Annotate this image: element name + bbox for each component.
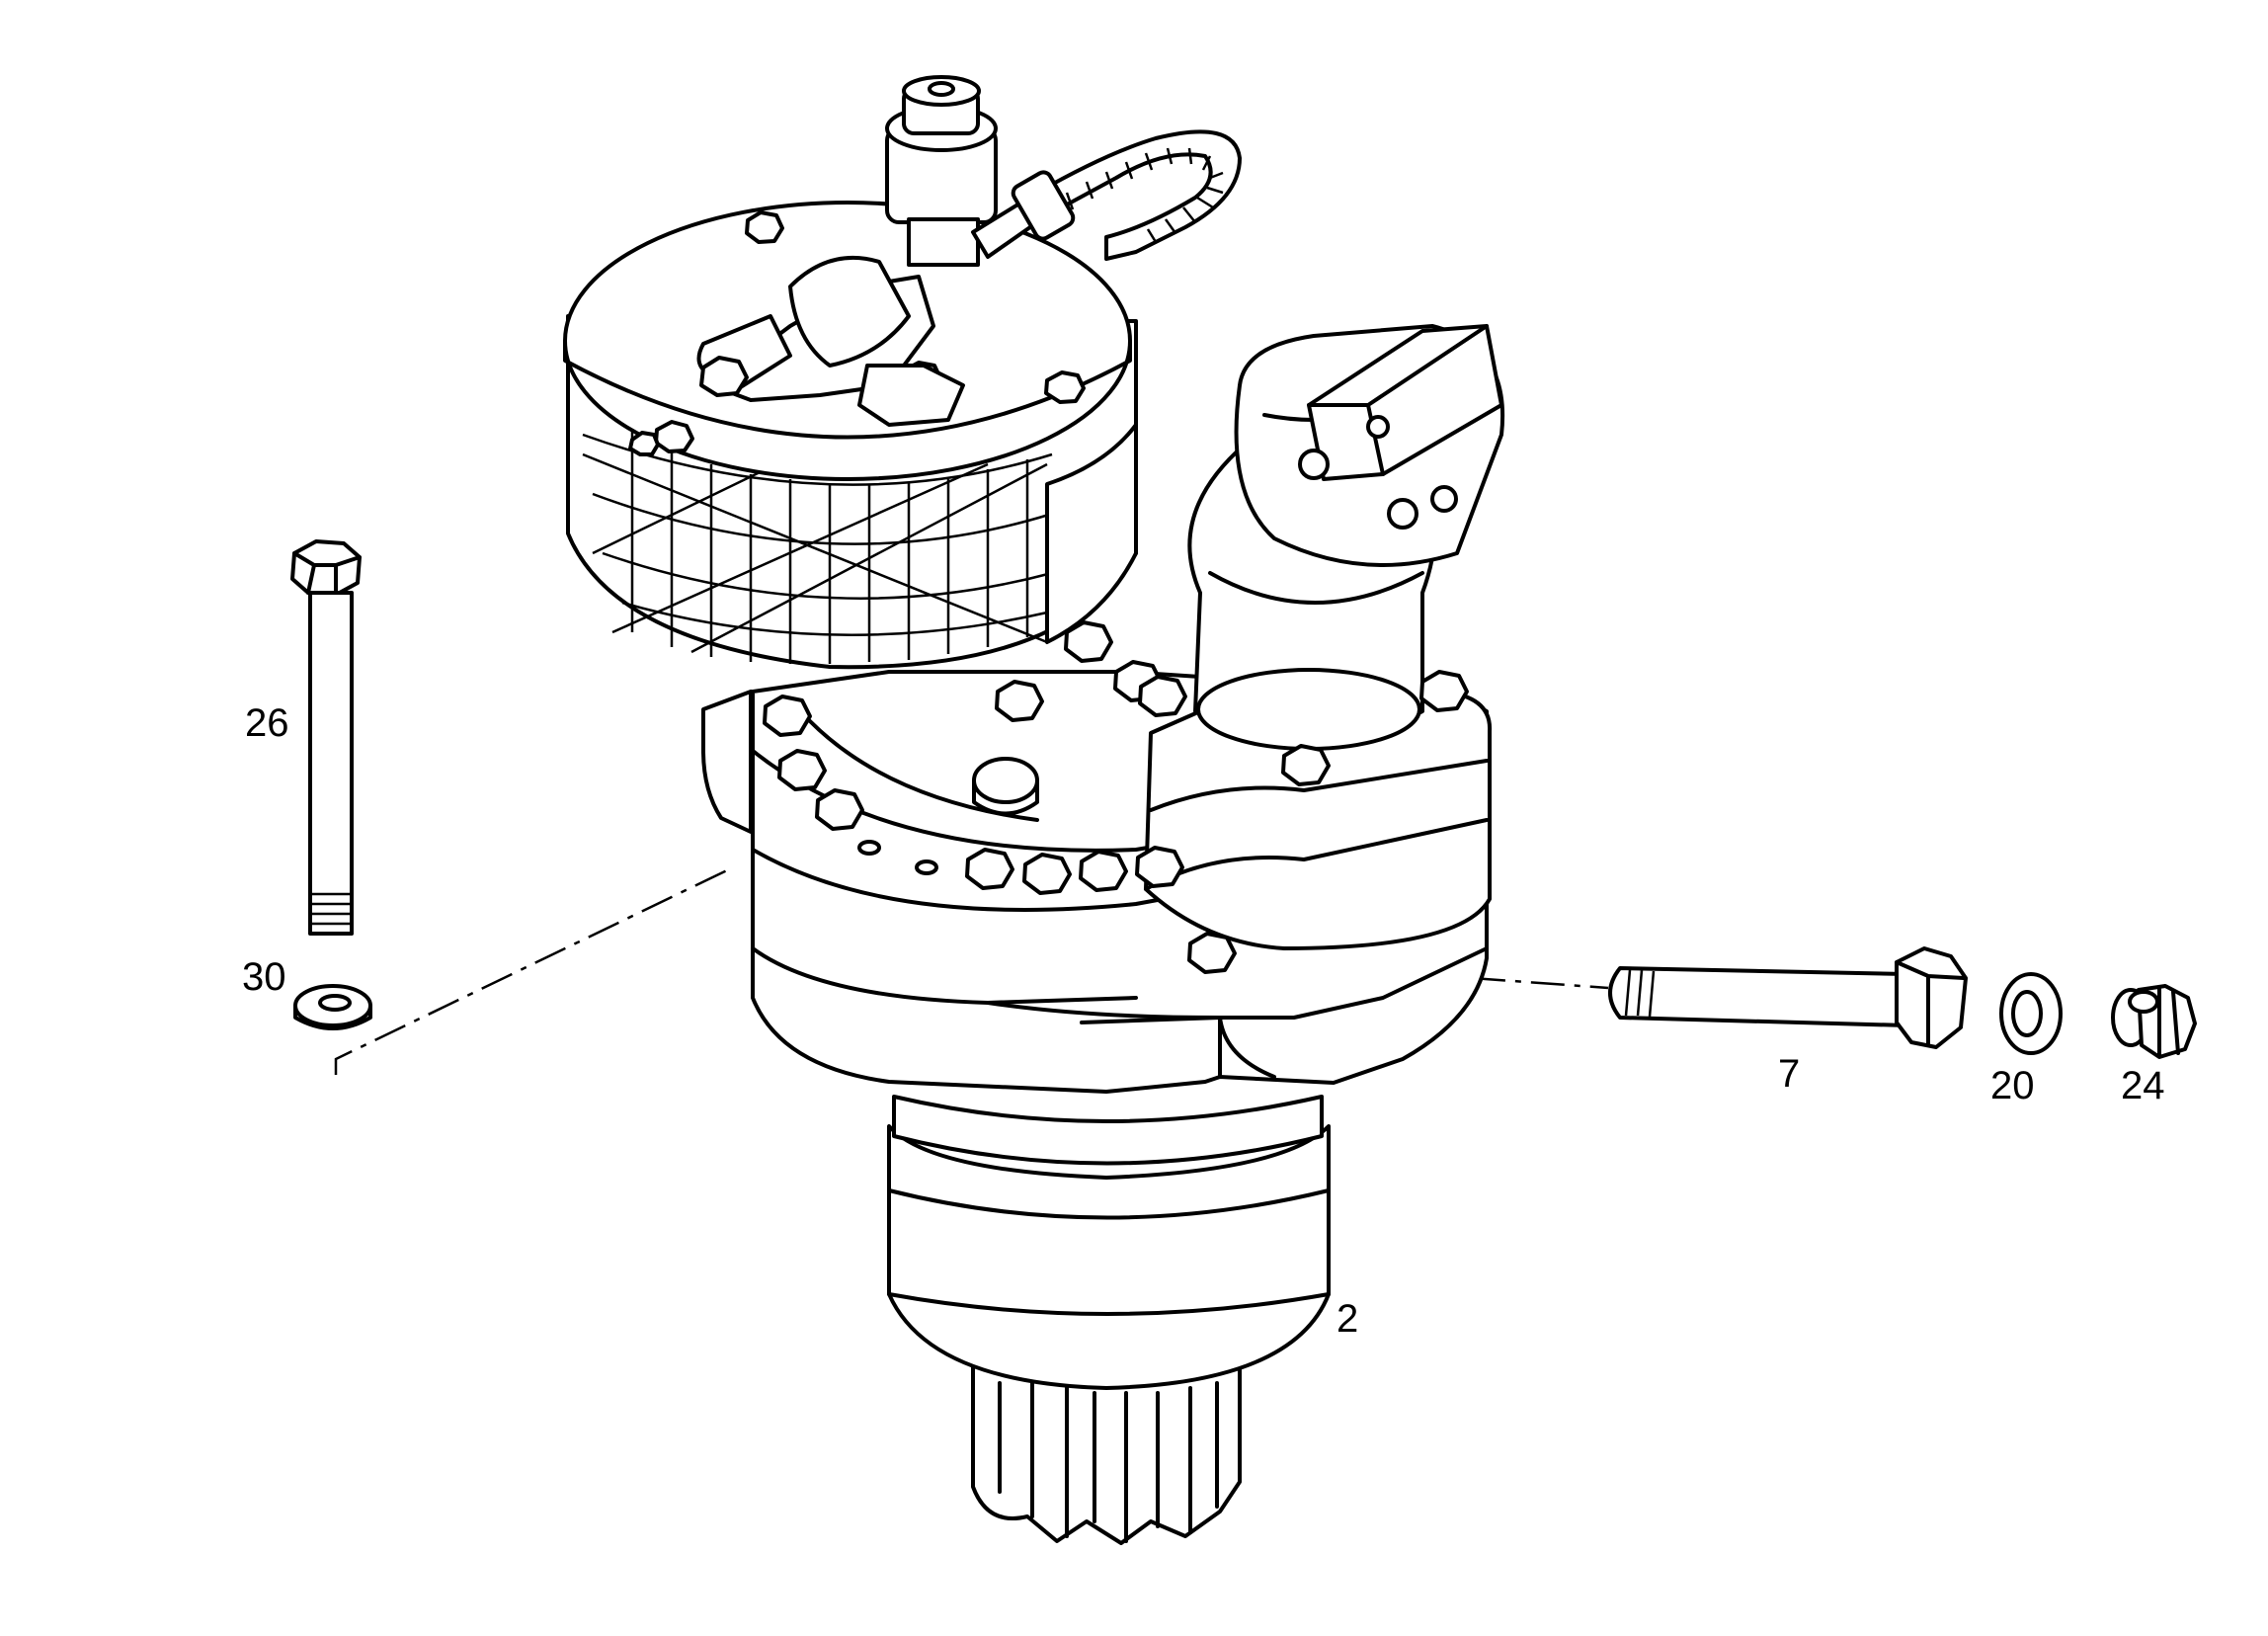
brake-cap-with-guard — [563, 75, 1242, 670]
side-bolt-part-7 — [1471, 946, 1968, 1049]
spline-pinion — [971, 1361, 1242, 1545]
callout-7: 7 — [1778, 1052, 1800, 1096]
swing-motor-assembly-part-2 — [563, 75, 1505, 1545]
callout-24: 24 — [2121, 1064, 2165, 1107]
callout-26: 26 — [245, 701, 289, 745]
plug-part-24 — [2111, 984, 2197, 1059]
flange-bolt-heads — [763, 620, 1469, 974]
side-washer-part-20 — [1999, 972, 2063, 1055]
lower-housing — [887, 1095, 1331, 1390]
callout-30: 30 — [242, 955, 286, 999]
hydraulic-motor — [1187, 324, 1505, 751]
small-washer-part-30 — [293, 984, 372, 1030]
callout-2: 2 — [1336, 1297, 1358, 1341]
long-bolt-part-26 — [290, 539, 362, 936]
callout-20: 20 — [1990, 1064, 2035, 1107]
